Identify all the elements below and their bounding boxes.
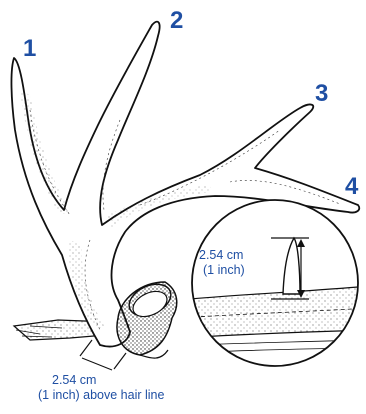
- inset-measure-line2: (1 inch): [203, 263, 245, 277]
- tine-number-3: 3: [315, 82, 328, 106]
- tine-number-2: 2: [170, 9, 183, 33]
- tine-number-1: 1: [23, 37, 36, 61]
- tine-number-4: 4: [345, 175, 358, 199]
- antler-burr: [117, 278, 177, 358]
- base-measure-line1: 2.54 cm: [52, 373, 96, 387]
- base-measure-line2: (1 inch) above hair line: [38, 388, 164, 402]
- inset-magnifier: [180, 200, 366, 366]
- inset-measure-line1: 2.54 cm: [199, 248, 243, 262]
